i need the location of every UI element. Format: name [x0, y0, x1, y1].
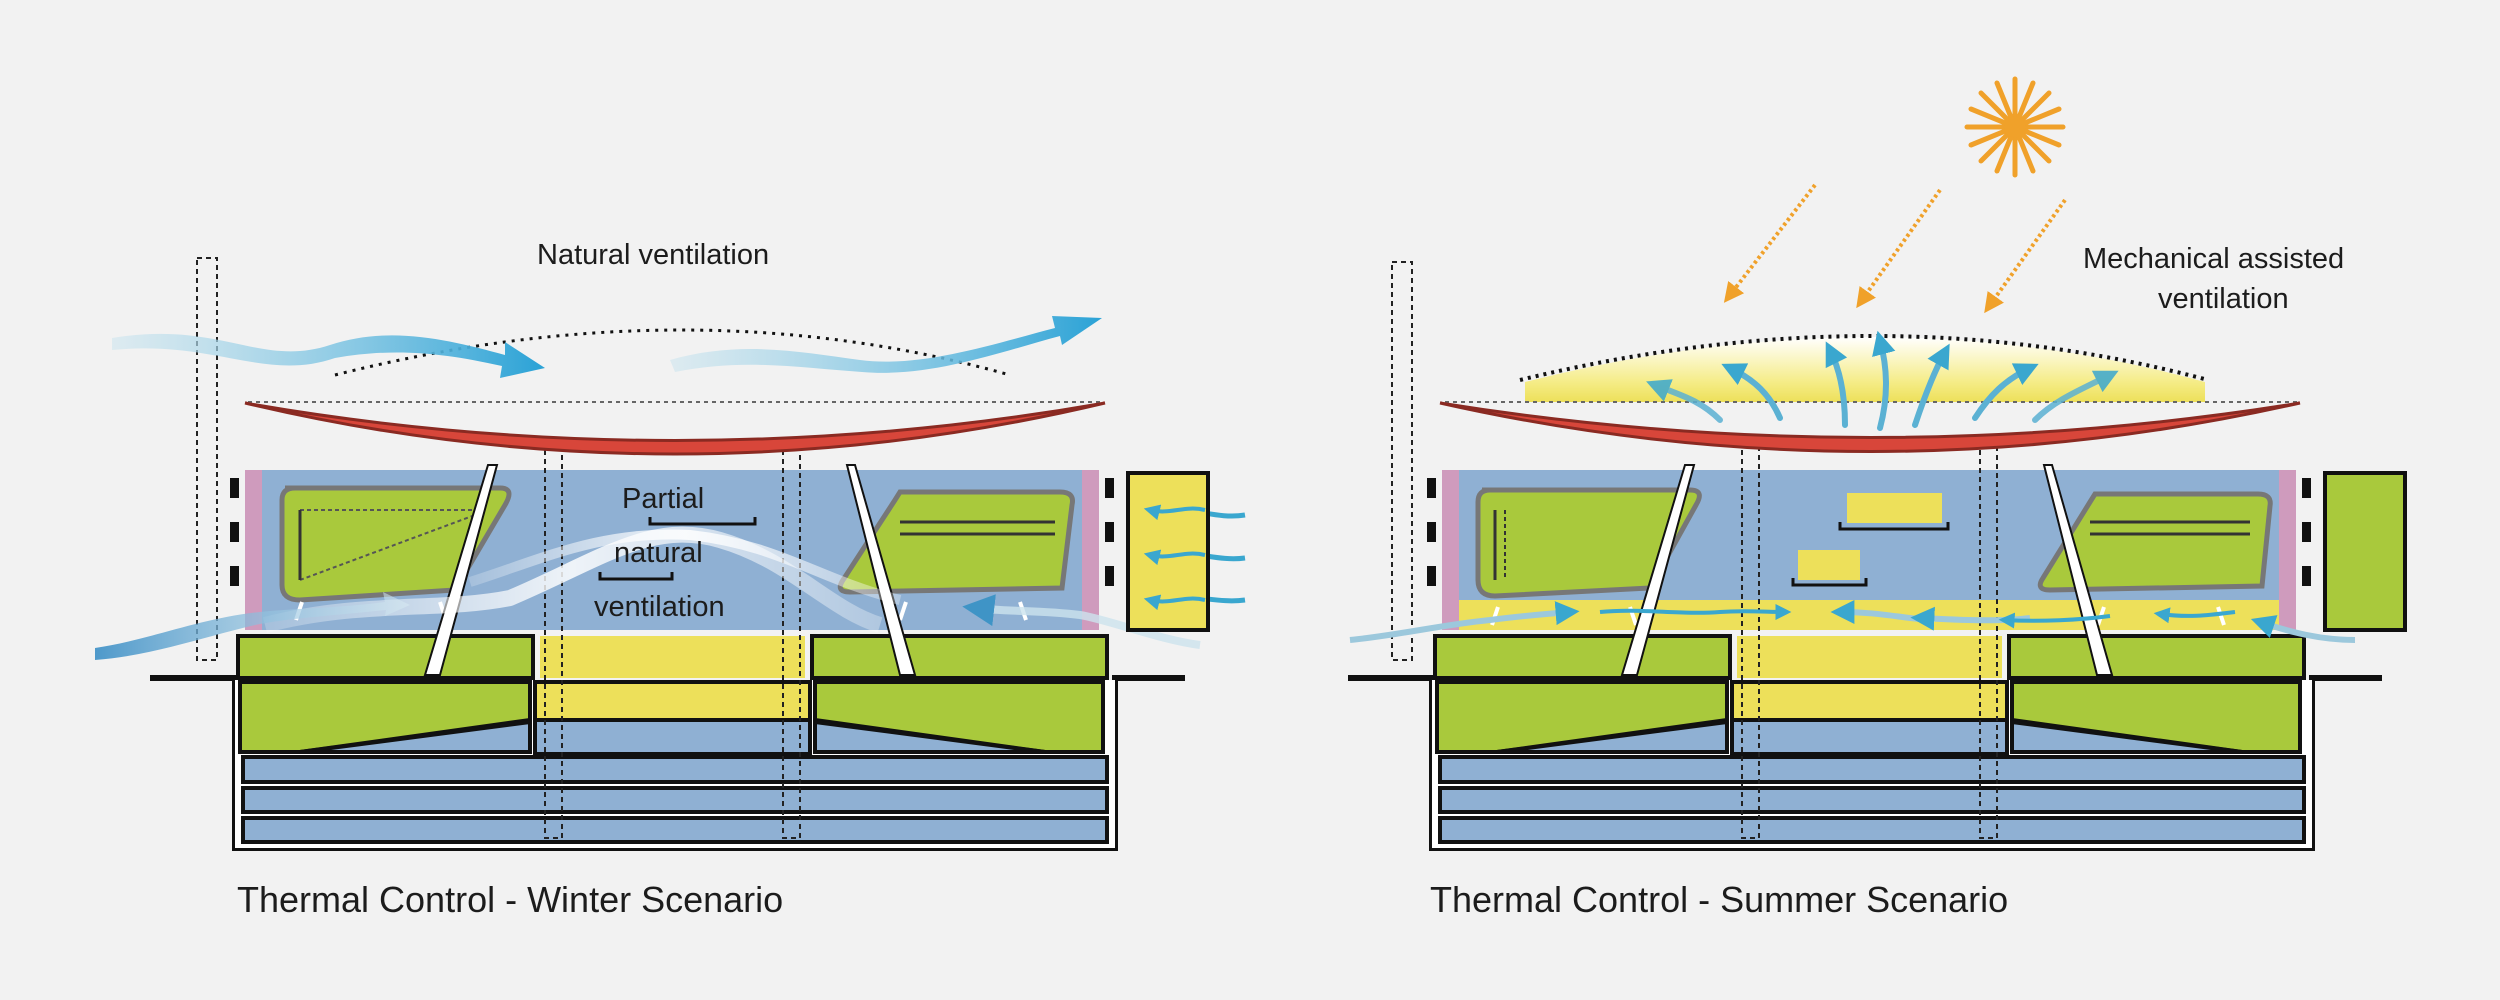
winter-dotted-columns	[196, 257, 801, 839]
winter-partial-label-line2: natural	[614, 537, 703, 569]
winter-caption: Thermal Control - Winter Scenario	[237, 879, 783, 920]
summer-green-box-left	[1475, 487, 1702, 599]
winter-roof	[244, 401, 1106, 456]
summer-green-wedge-right	[2010, 680, 2302, 754]
winter-box-lines	[298, 509, 1055, 581]
winter-brackets	[598, 517, 757, 581]
summer-top-label-line2: ventilation	[2158, 283, 2289, 315]
summer-facade-dashes	[1427, 478, 2311, 586]
winter-green-box-left	[279, 485, 512, 603]
winter-basement-band	[241, 786, 1109, 814]
summer-blue-triangle-right	[2010, 719, 2243, 754]
summer-bracket-2	[1791, 578, 1868, 587]
winter-scenario: Natural ventilation Partial natural vent…	[95, 239, 1246, 920]
summer-basement-band	[1438, 816, 2306, 844]
winter-wind-arrow-top-left	[112, 333, 545, 378]
winter-basement-band	[241, 755, 1109, 784]
summer-slab-green-right	[2007, 634, 2306, 680]
winter-side-panel	[1126, 471, 1210, 632]
summer-blue-triangle-left	[1496, 719, 1729, 754]
winter-top-label: Natural ventilation	[537, 239, 769, 271]
summer-scenario: Mechanical assisted ventilation Thermal …	[1348, 76, 2407, 920]
summer-pink-wall-right	[2279, 470, 2296, 630]
summer-center-yellow-lower	[1730, 680, 2009, 722]
summer-box-lines	[1493, 510, 2250, 580]
winter-green-wedge-right	[813, 680, 1105, 754]
winter-facade-dashes	[230, 478, 1114, 586]
summer-basement-band	[1438, 786, 2306, 814]
winter-center-yellow-lower	[533, 680, 812, 722]
summer-strut-right	[2042, 464, 2114, 676]
winter-strut-left	[423, 464, 499, 676]
summer-interior-flow	[1349, 600, 2356, 643]
winter-interior-wave-2	[468, 529, 902, 605]
summer-yellow-block-2	[1798, 550, 1860, 580]
summer-center-blue	[1730, 718, 2009, 756]
winter-blue-triangle-left	[299, 719, 532, 754]
winter-strut-right	[845, 464, 917, 676]
summer-strut-left	[1620, 464, 1696, 676]
summer-green-box-right	[2037, 491, 2273, 593]
summer-bracket-1	[1838, 522, 1950, 531]
summer-top-label-line1: Mechanical assisted	[2083, 243, 2344, 275]
winter-side-panel-arrows	[1143, 504, 1206, 611]
summer-dotted-columns	[1391, 261, 1998, 839]
winter-pink-wall-left	[245, 470, 262, 630]
winter-blue-triangle-right	[813, 719, 1046, 754]
summer-rising-arrows	[1646, 330, 2119, 431]
winter-partial-label-line1: Partial	[622, 483, 704, 515]
summer-caption: Thermal Control - Summer Scenario	[1430, 879, 2008, 920]
summer-side-panel	[2323, 471, 2407, 632]
winter-pink-wall-right	[1082, 470, 1099, 630]
winter-slab-yellow-center	[540, 636, 805, 678]
summer-slab-green-left	[1433, 634, 1732, 680]
winter-intake-arrow-left	[95, 592, 410, 660]
sun-icon	[1964, 76, 2066, 178]
winter-slab-green-right	[810, 634, 1109, 680]
summer-slab-yellow-center	[1737, 636, 2002, 678]
winter-basement-band	[241, 816, 1109, 844]
winter-partial-label-line3: ventilation	[594, 591, 725, 623]
sun-ray-arrows	[1723, 183, 2067, 314]
summer-yellow-block-1	[1847, 493, 1942, 523]
winter-slab-green-left	[236, 634, 535, 680]
winter-center-blue	[533, 718, 812, 756]
summer-basement-band	[1438, 755, 2306, 784]
summer-dome-heat	[1525, 337, 2205, 402]
summer-roof	[1439, 401, 2301, 453]
winter-wind-arrow-top-right	[670, 316, 1102, 373]
summer-pink-wall-left	[1442, 470, 1459, 630]
